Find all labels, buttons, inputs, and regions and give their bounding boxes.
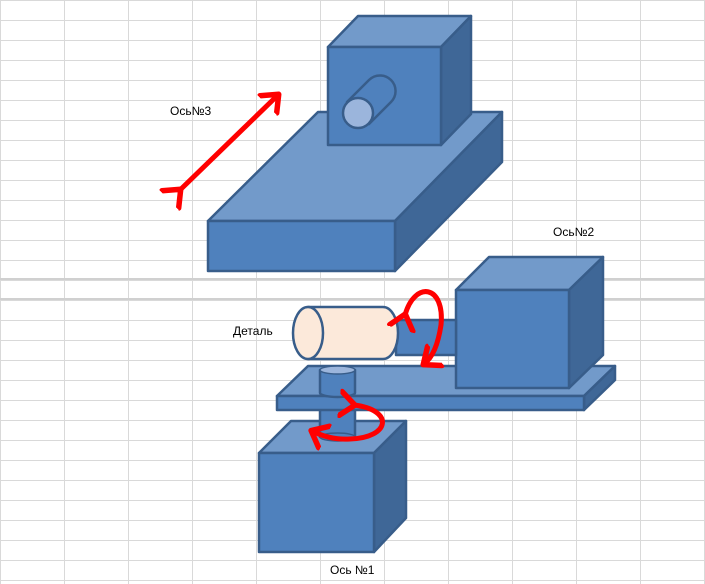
axis3-motor-cube[interactable]: [326, 14, 473, 147]
part-cylinder[interactable]: [291, 305, 400, 361]
row-divider: [0, 298, 705, 300]
axis1-rotation-arrow-icon: [312, 405, 385, 439]
part-label: Деталь: [233, 324, 273, 338]
axis2-motor-cube[interactable]: [454, 255, 605, 390]
spindle-cylinder: [341, 74, 397, 130]
axis1-label: Ось №1: [330, 563, 375, 577]
axis3-label: Ось№3: [170, 104, 212, 118]
axis2-label: Ось№2: [553, 225, 595, 239]
plate-cylinder: [318, 365, 357, 399]
row-divider: [0, 278, 705, 280]
axis2-shaft: [394, 318, 458, 357]
axis2-rotation-arrow-icon: [405, 289, 441, 364]
axis3-linear-arrow-icon: [180, 95, 278, 190]
